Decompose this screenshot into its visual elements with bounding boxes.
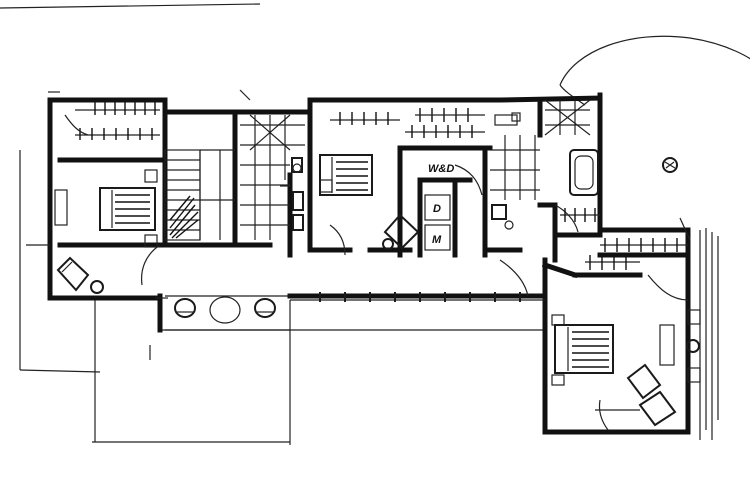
side-table-icon: [382, 238, 394, 250]
door-swing: [554, 204, 579, 233]
west-bedroom: [54, 102, 161, 294]
chair-icon: [174, 298, 196, 318]
side-table-icon: [90, 280, 104, 294]
armchair-icon: [638, 390, 677, 427]
closet-hatch: [405, 108, 485, 138]
d-label: D: [433, 203, 441, 215]
nightstand-icon: [144, 169, 158, 183]
tile-grid: [490, 100, 590, 200]
armchair-icon: [56, 256, 90, 292]
nightstand-icon: [144, 234, 158, 248]
nightstand-icon: [551, 374, 565, 386]
bed-icon: [99, 187, 156, 231]
dryer-icon: [424, 224, 451, 251]
nightstand-icon: [319, 179, 333, 193]
sink-icon: [494, 114, 518, 126]
master-bedroom: [551, 309, 701, 431]
wd-label: W&D: [428, 163, 454, 175]
closet-hatch: [75, 102, 160, 140]
chair-icon: [254, 298, 276, 318]
vanity-icon: [292, 214, 304, 231]
armchair-icon: [626, 363, 662, 400]
door-swing: [499, 259, 529, 297]
toilet-icon: [291, 157, 303, 173]
stair: [164, 149, 235, 241]
tree-canopy: [559, 35, 750, 106]
bathroom-1: [240, 114, 305, 240]
site-lines: [0, 3, 719, 445]
sketch-strokes: [26, 89, 691, 299]
bed-icon: [554, 324, 614, 374]
side-table-icon: [686, 339, 700, 353]
laundry: W&D D M: [405, 108, 485, 251]
m-label: M: [432, 234, 442, 246]
walk-in-closet: [560, 208, 689, 301]
bed-icon: [319, 154, 373, 196]
shower-icon: [249, 114, 291, 151]
tile-grid: [240, 115, 305, 240]
door-swing: [647, 274, 689, 301]
door-swing: [64, 114, 89, 136]
armchair-icon: [383, 213, 420, 250]
tree-trunk-icon: [662, 157, 678, 173]
master-bath: [490, 99, 599, 233]
closet-hatch: [330, 112, 400, 125]
door-swing: [140, 244, 161, 286]
washer-icon: [424, 194, 451, 221]
middle-bedroom: [319, 112, 420, 256]
bathtub-icon: [569, 149, 599, 196]
hall-gallery: [165, 259, 545, 331]
door-swing: [329, 224, 346, 256]
round-table-icon: [209, 296, 241, 324]
nightstand-icon: [551, 314, 565, 326]
desk-icon: [54, 189, 68, 226]
sink-icon: [292, 191, 304, 211]
toilet-icon: [491, 204, 507, 220]
door-swing: [454, 164, 483, 196]
interior-walls: [57, 97, 691, 279]
dresser-icon: [659, 324, 675, 366]
exterior-walls: [47, 92, 691, 435]
shower-icon: [544, 99, 591, 136]
